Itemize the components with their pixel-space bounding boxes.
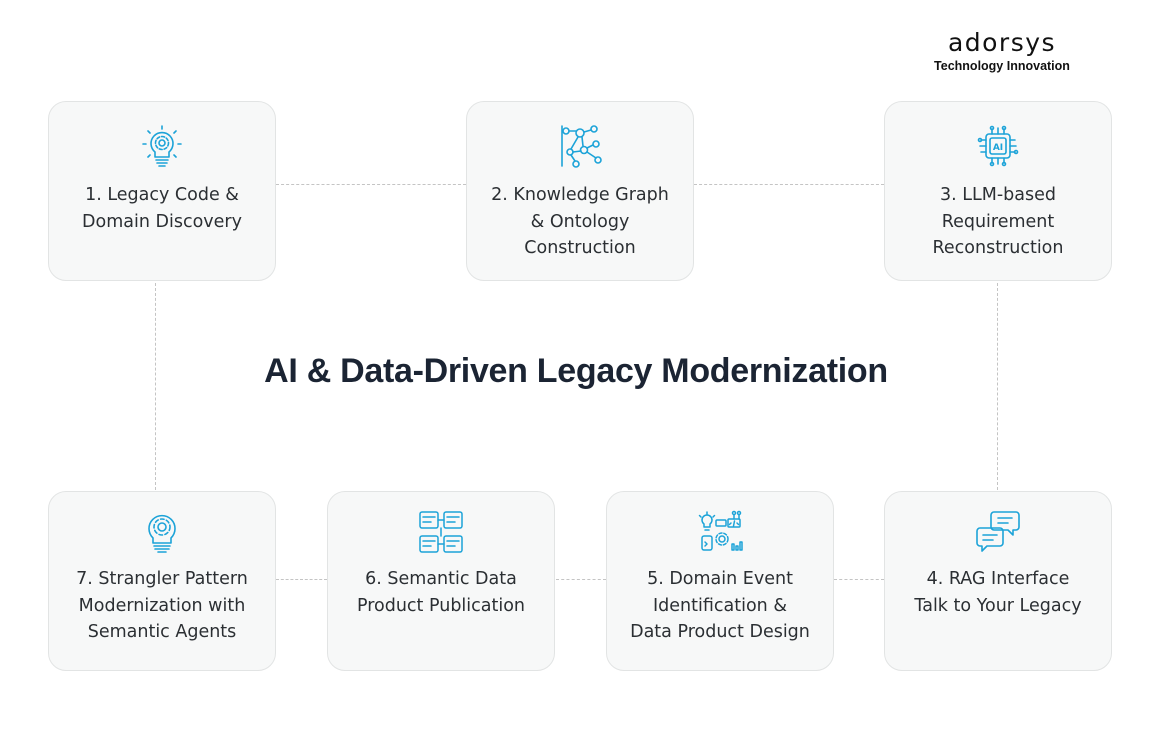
network-graph-icon bbox=[556, 122, 604, 170]
idea-code-gear-icon bbox=[696, 508, 744, 556]
connector-1-2 bbox=[276, 184, 466, 185]
step-label: 3. LLM-based Requirement Reconstruction bbox=[932, 185, 1064, 258]
brand: adorsys Technology Innovation bbox=[922, 28, 1082, 73]
step-label: 5. Domain Event Identification & Data Pr… bbox=[630, 569, 810, 642]
data-flow-icon bbox=[417, 508, 465, 556]
step-card-7: 7. Strangler Pattern Modernization with … bbox=[48, 491, 276, 671]
svg-text:AI: AI bbox=[993, 143, 1003, 153]
step-card-2: 2. Knowledge Graph & Ontology Constructi… bbox=[466, 101, 694, 281]
brand-logo: adorsys bbox=[947, 28, 1057, 57]
step-label: 1. Legacy Code & Domain Discovery bbox=[82, 185, 242, 232]
lightbulb-gear-icon bbox=[138, 122, 186, 170]
step-label: 6. Semantic Data Product Publication bbox=[356, 569, 526, 616]
step-card-5: 5. Domain Event Identification & Data Pr… bbox=[606, 491, 834, 671]
step-label: 2. Knowledge Graph & Ontology Constructi… bbox=[491, 185, 669, 258]
step-card-6: 6. Semantic Data Product Publication bbox=[327, 491, 555, 671]
diagram-title: AI & Data-Driven Legacy Modernization bbox=[264, 352, 888, 390]
connector-2-3 bbox=[694, 184, 884, 185]
connector-3-4 bbox=[997, 283, 998, 490]
connector-4-5 bbox=[834, 579, 884, 580]
chat-bubbles-icon bbox=[974, 508, 1022, 556]
step-card-1: 1. Legacy Code & Domain Discovery bbox=[48, 101, 276, 281]
step-card-4: 4. RAG Interface Talk to Your Legacy bbox=[884, 491, 1112, 671]
step-label: 7. Strangler Pattern Modernization with … bbox=[76, 569, 248, 642]
ai-chip-icon: AI bbox=[974, 122, 1022, 170]
connector-5-6 bbox=[556, 579, 606, 580]
step-label: 4. RAG Interface Talk to Your Legacy bbox=[914, 569, 1082, 616]
connector-6-7 bbox=[276, 579, 327, 580]
connector-7-1 bbox=[155, 283, 156, 490]
brand-tagline: Technology Innovation bbox=[934, 59, 1070, 73]
step-card-3: AI 3. LLM-based Requirement Reconstructi… bbox=[884, 101, 1112, 281]
lightbulb-gear-icon bbox=[138, 508, 186, 556]
